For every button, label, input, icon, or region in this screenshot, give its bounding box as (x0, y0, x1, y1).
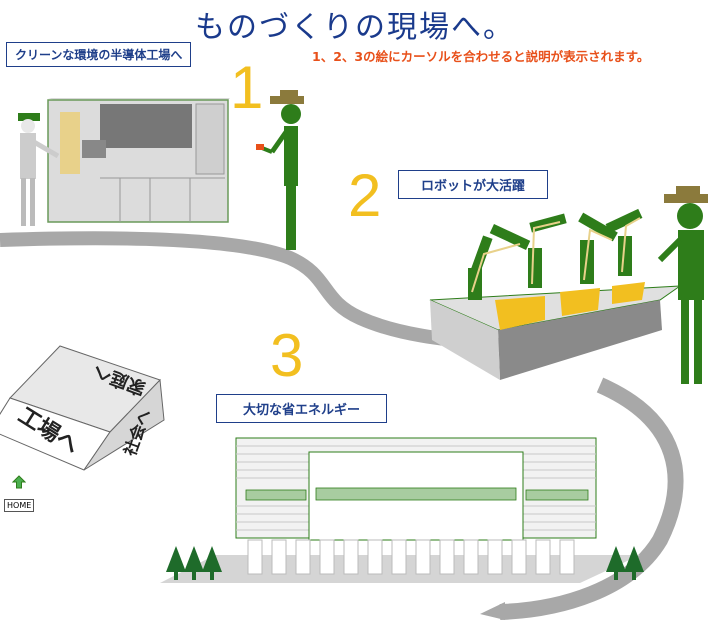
navigation-cube[interactable] (0, 345, 165, 471)
instruction-text: 1、2、3の絵にカーソルを合わせると説明が表示されます。 (312, 49, 650, 64)
home-button[interactable]: HOME (4, 474, 35, 512)
robot-assembly-line[interactable] (429, 208, 682, 380)
path-road (0, 231, 501, 352)
home-arrow-icon (11, 475, 27, 489)
path-curve (499, 377, 684, 620)
home-label: HOME (4, 499, 35, 512)
section-number-2[interactable]: 2 (348, 162, 382, 229)
label-semiconductor-factory[interactable]: クリーンな環境の半導体工場へ (6, 42, 192, 67)
page-title: ものづくりの現場へ。 (195, 10, 515, 45)
trees (166, 546, 644, 580)
worker-at-machine (18, 113, 60, 226)
green-worker-1[interactable] (256, 90, 304, 250)
label-robots[interactable]: ロボットが大活躍 (398, 170, 549, 199)
factory-building[interactable] (160, 437, 640, 583)
semiconductor-machine[interactable] (47, 98, 230, 223)
label-energy-saving[interactable]: 大切な省エネルギー (216, 394, 388, 423)
green-worker-2[interactable] (657, 186, 708, 384)
section-number-3[interactable]: 3 (270, 322, 304, 389)
section-number-1[interactable]: 1 (230, 54, 264, 121)
